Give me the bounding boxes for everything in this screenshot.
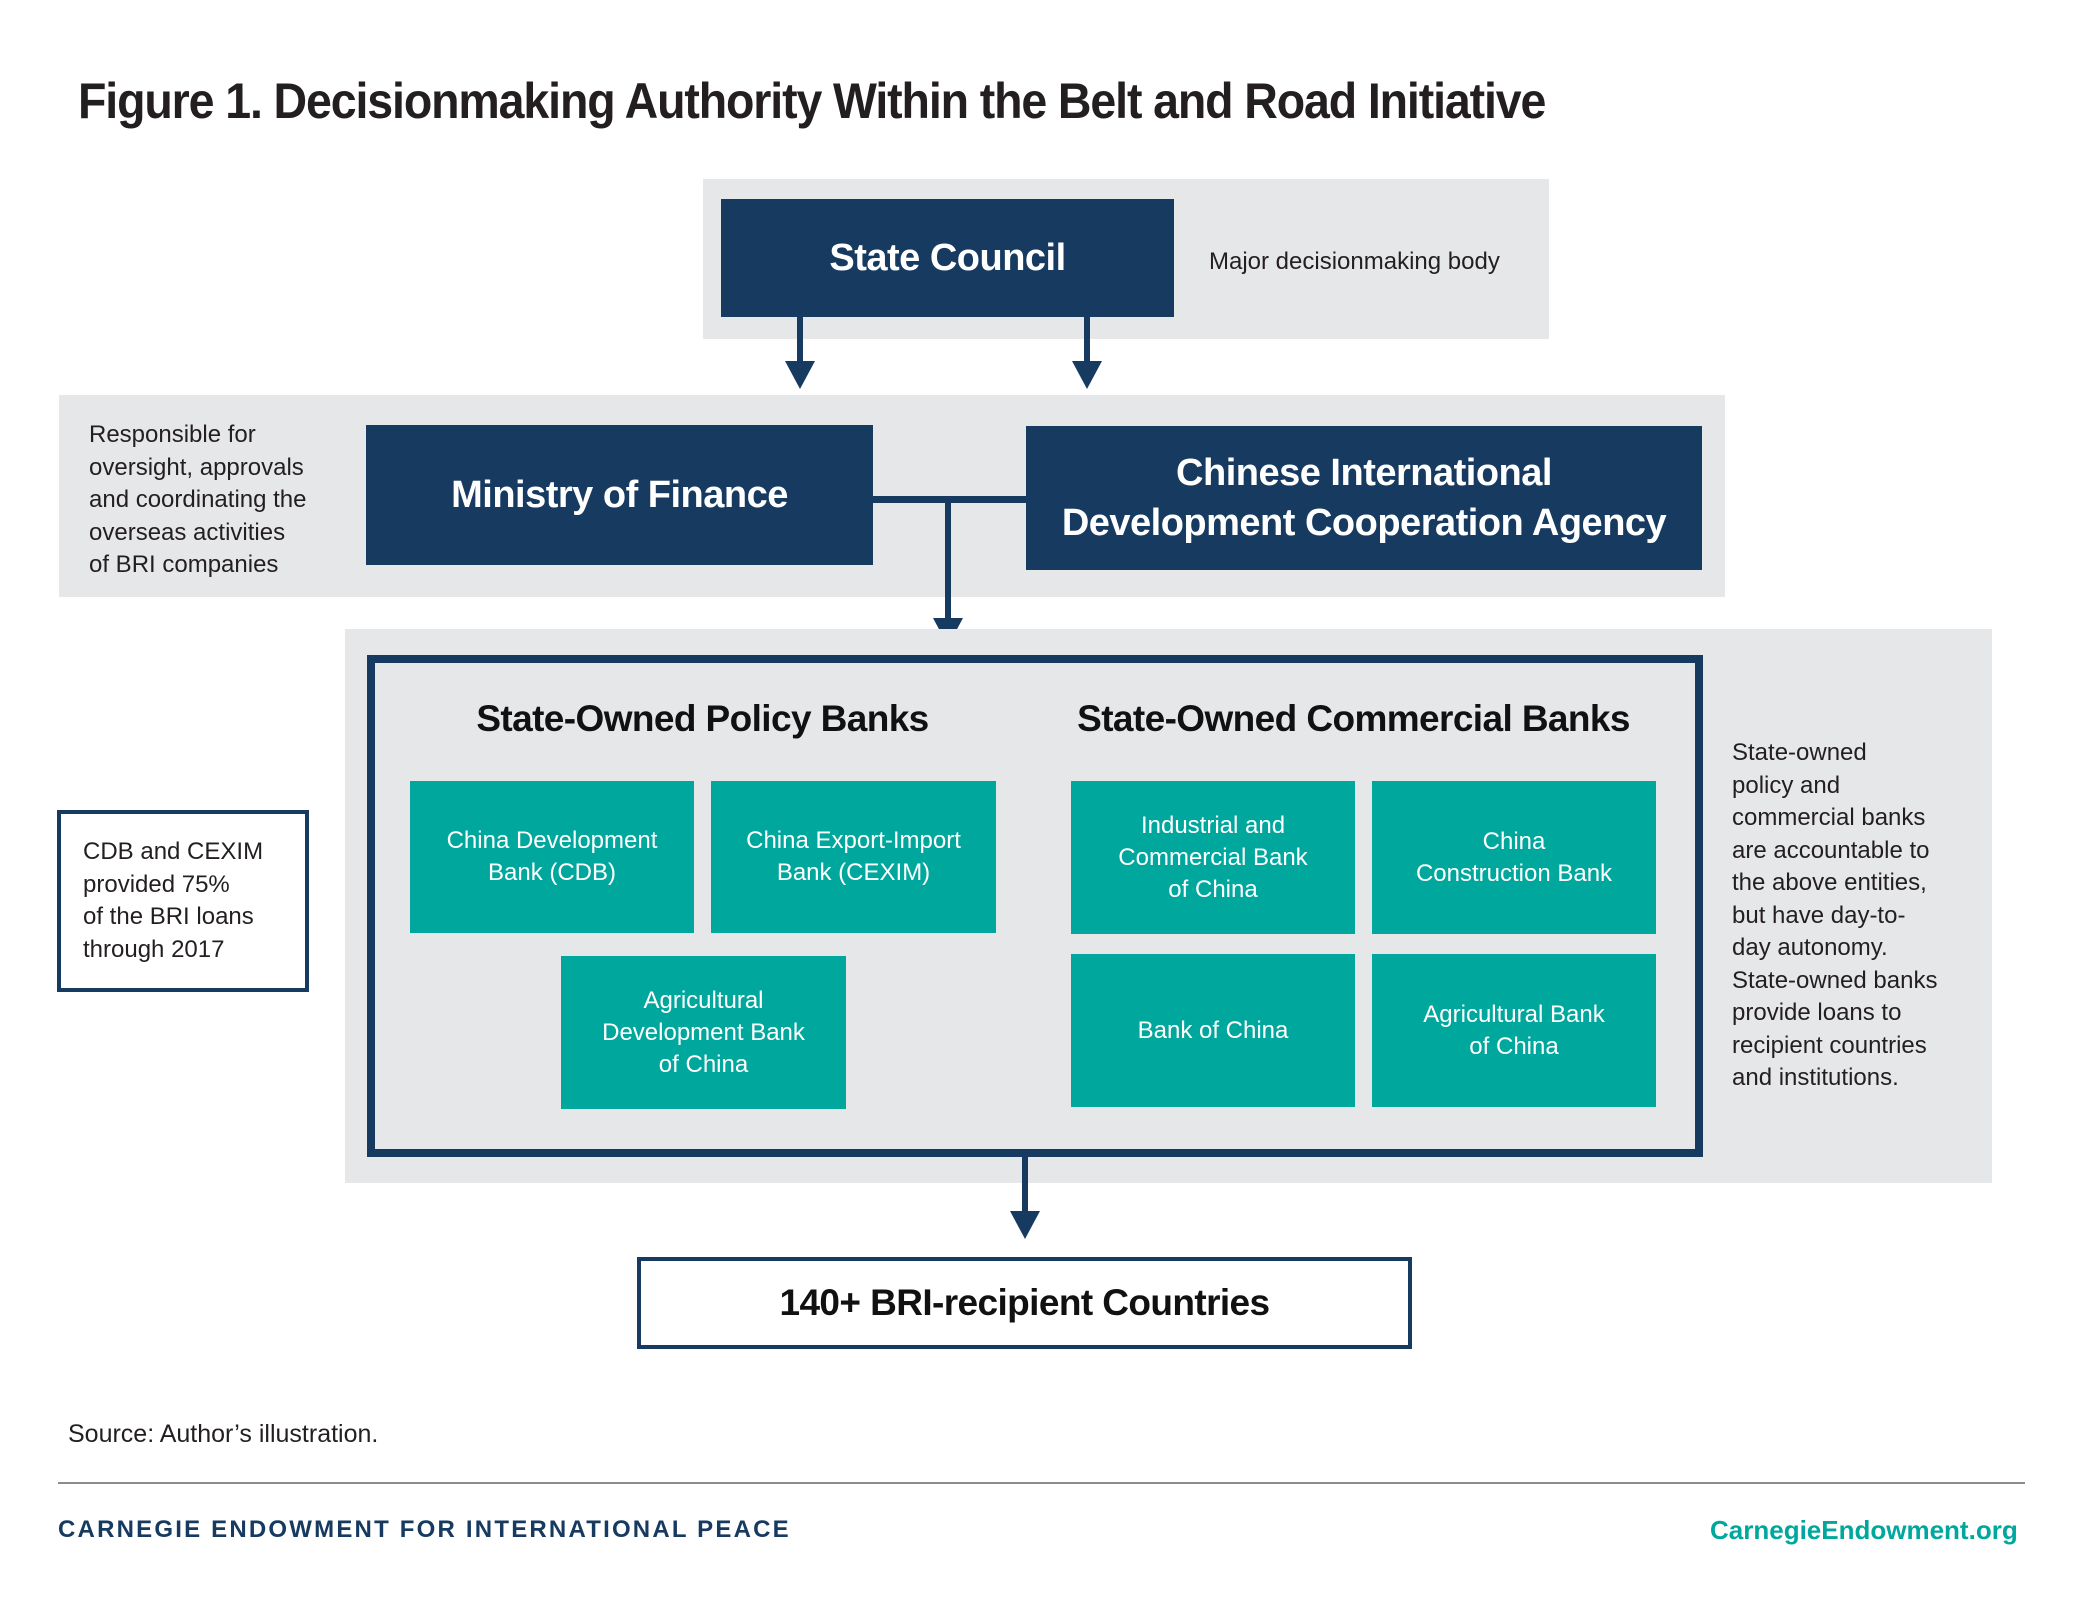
accountability-note-line: policy and	[1732, 771, 1841, 799]
tier2-note-line: Responsible for	[89, 421, 256, 448]
ministry-of-finance-box: Ministry of Finance	[366, 425, 873, 565]
tier1-note: Major decisionmaking body	[1209, 248, 1500, 275]
bank-label-line: China Development	[446, 827, 658, 854]
bank-label-line: Bank (CDB)	[487, 859, 617, 886]
source-note: Source: Author’s illustration.	[68, 1420, 379, 1448]
accountability-note: State-owned policy and commercial banks …	[1732, 737, 1982, 1095]
bank-box-cdb: China Development Bank (CDB)	[410, 781, 694, 933]
bank-box-cexim: China Export-Import Bank (CEXIM)	[711, 781, 996, 933]
loans-share-note-line: CDB and CEXIM	[83, 838, 264, 865]
arrow-to-recipients-shaft	[1022, 1157, 1028, 1213]
tier2-note-line: overseas activities	[89, 518, 286, 546]
recipient-countries-box: 140+ BRI-recipient Countries	[637, 1257, 1412, 1349]
arrow-sc-to-cidca-shaft	[1084, 317, 1090, 363]
ministry-of-finance-label: Ministry of Finance	[451, 473, 788, 516]
accountability-note-line: and institutions.	[1732, 1064, 1899, 1091]
bank-box-boc: Bank of China	[1071, 954, 1355, 1107]
tier2-note-line: of BRI companies	[89, 551, 279, 578]
state-council-box: State Council	[721, 199, 1174, 317]
bank-label-line: of China	[1168, 875, 1258, 903]
loans-share-note: CDB and CEXIM provided 75% of the BRI lo…	[57, 810, 309, 992]
bank-label-line: Agricultural Bank	[1423, 1000, 1605, 1028]
tier2-note-line: oversight, approvals	[89, 453, 304, 481]
bank-label-line: Bank (CEXIM)	[776, 859, 931, 886]
bank-label-line: China	[1482, 827, 1546, 855]
arrow-sc-to-mof-head	[785, 361, 815, 389]
footer-url-link[interactable]: CarnegieEndowment.org	[1710, 1515, 2018, 1545]
arrow-to-recipients-head	[1010, 1211, 1040, 1239]
arrow-to-banks-shaft	[945, 500, 951, 620]
bank-label-line: China Export-Import	[746, 827, 961, 854]
tier2-note: Responsible for oversight, approvals and…	[89, 419, 307, 582]
accountability-note-line: provide loans to	[1732, 999, 1902, 1026]
bank-label-line: Commercial Bank	[1118, 843, 1308, 871]
bank-label-line: Development Bank	[602, 1018, 805, 1046]
footer-divider	[58, 1482, 2025, 1484]
arrow-sc-to-cidca-head	[1072, 361, 1102, 389]
cidca-label-line: Chinese International	[1176, 452, 1552, 494]
bank-label-line: of China	[1469, 1032, 1559, 1060]
bank-label-line: Industrial and	[1140, 811, 1286, 839]
tier2-note-line: and coordinating the	[89, 486, 307, 513]
footer-org-name: CARNEGIE ENDOWMENT FOR INTERNATIONAL PEA…	[58, 1516, 791, 1543]
cidca-box: Chinese International Development Cooper…	[1026, 426, 1702, 570]
bank-label-line: of China	[658, 1050, 749, 1078]
figure-title: Figure 1. Decisionmaking Authority Withi…	[78, 73, 1546, 129]
policy-banks-heading: State-Owned Policy Banks	[476, 698, 929, 739]
bank-label-line: Bank of China	[1137, 1016, 1289, 1044]
accountability-note-line: commercial banks	[1732, 804, 1926, 831]
bank-box-abc: Agricultural Bank of China	[1372, 954, 1656, 1107]
bank-box-adbc: Agricultural Development Bank of China	[561, 956, 846, 1109]
connector-mof-cidca	[873, 496, 1026, 503]
accountability-note-line: State-owned	[1732, 739, 1867, 766]
loans-share-note-line: of the BRI loans	[83, 903, 254, 930]
loans-share-note-line: provided 75%	[83, 870, 230, 898]
commercial-banks-heading: State-Owned Commercial Banks	[1077, 698, 1630, 739]
bank-box-ccb: China Construction Bank	[1372, 781, 1656, 934]
arrow-sc-to-mof-shaft	[797, 317, 803, 363]
accountability-note-line: the above entities,	[1732, 869, 1927, 896]
bank-label-line: Construction Bank	[1415, 859, 1613, 887]
accountability-note-line: State-owned banks	[1732, 966, 1938, 994]
accountability-note-line: but have day-to-	[1732, 901, 1906, 929]
cidca-label-line: Development Cooperation Agency	[1061, 502, 1667, 544]
bank-label-line: Agricultural	[643, 986, 764, 1014]
state-council-label: State Council	[829, 236, 1066, 279]
banks-frame	[367, 655, 1703, 1157]
accountability-note-line: recipient countries	[1732, 1031, 1927, 1059]
loans-share-note-line: through 2017	[83, 935, 225, 963]
bank-box-icbc: Industrial and Commercial Bank of China	[1071, 781, 1355, 934]
accountability-note-line: are accountable to	[1732, 836, 1930, 864]
accountability-note-line: day autonomy.	[1732, 934, 1888, 961]
recipient-countries-label: 140+ BRI-recipient Countries	[779, 1282, 1270, 1323]
